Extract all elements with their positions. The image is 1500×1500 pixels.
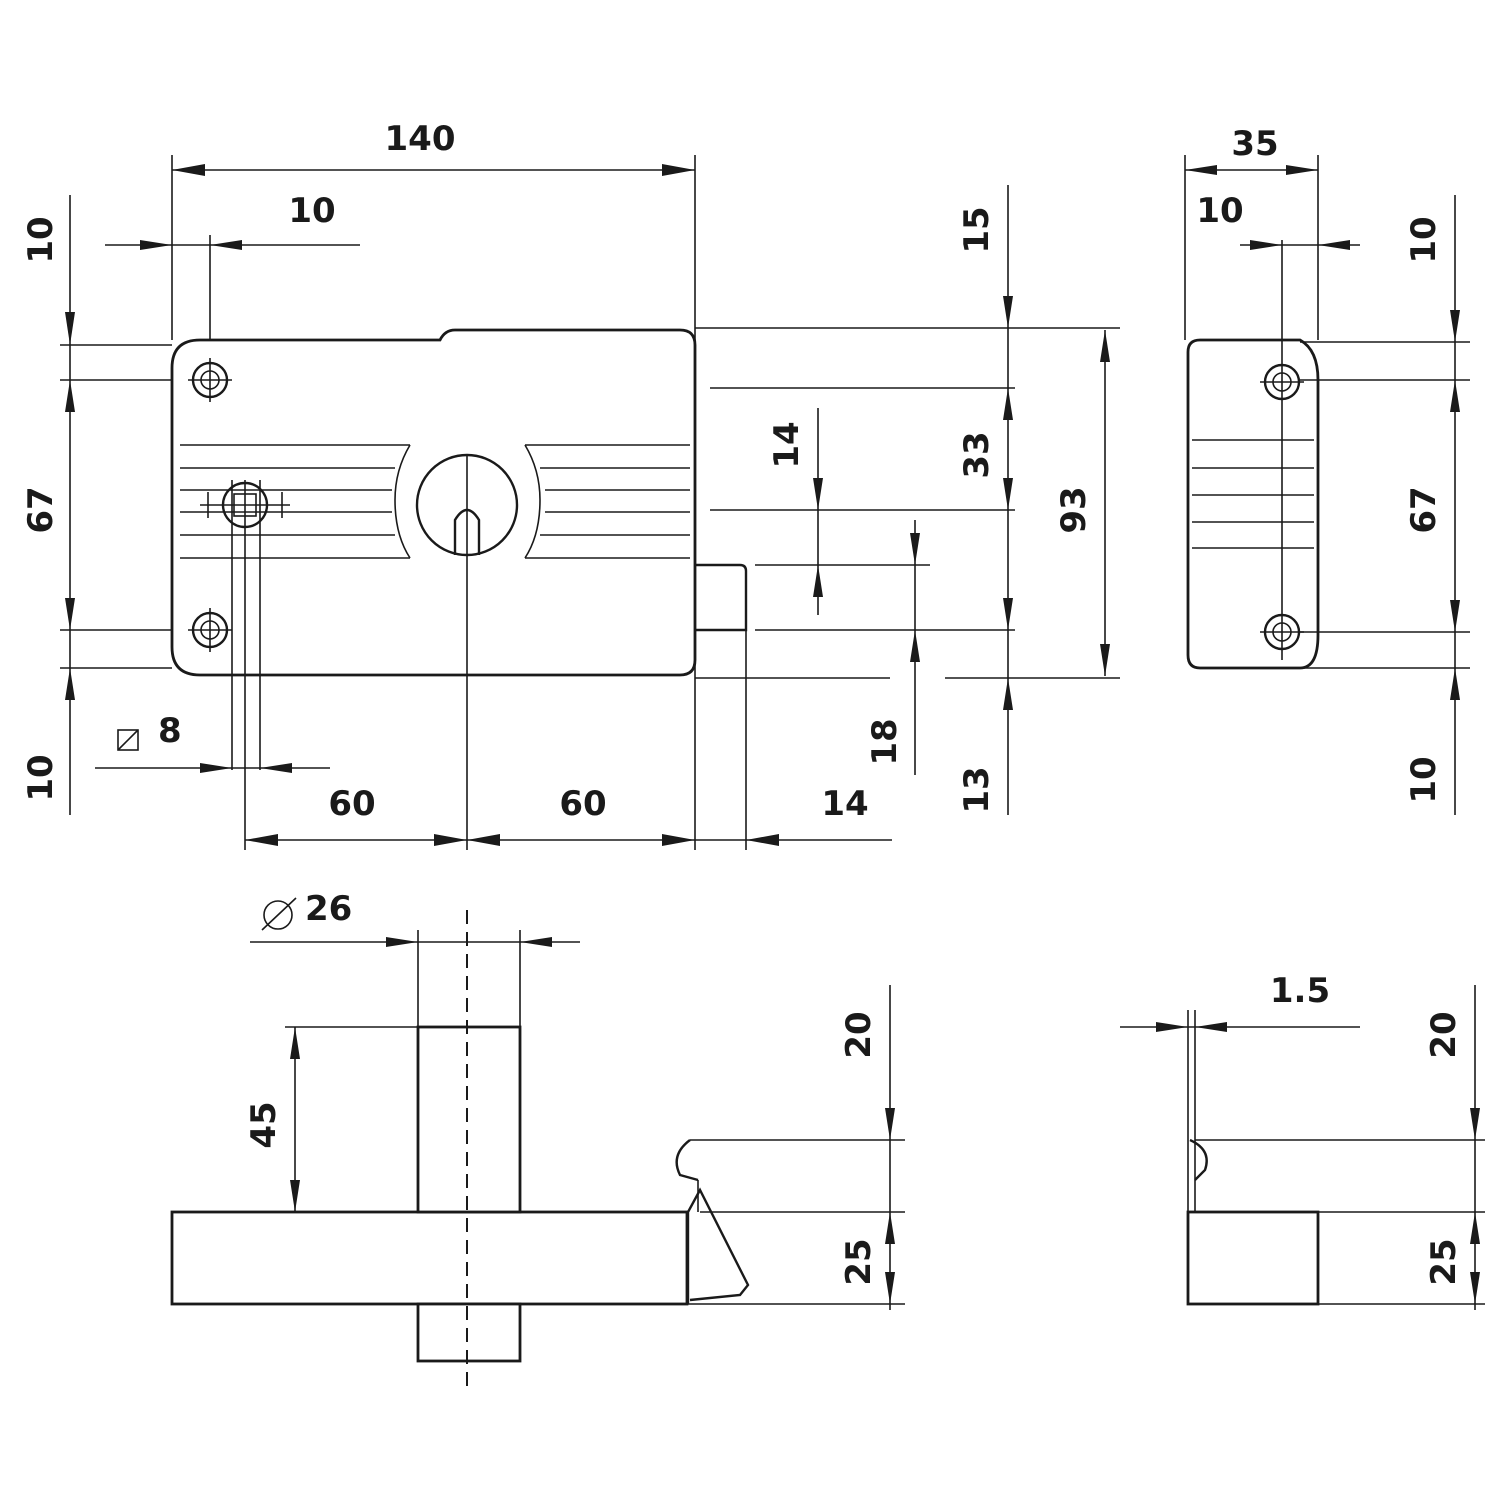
cylinder-tail bbox=[416, 1302, 522, 1363]
dim-45: 45 bbox=[244, 1101, 284, 1148]
dim-93: 93 bbox=[1054, 486, 1094, 533]
dim-15: 15 bbox=[957, 206, 997, 253]
dim-140: 140 bbox=[385, 119, 456, 159]
dim-67-left: 67 bbox=[21, 486, 61, 533]
dim-33: 33 bbox=[957, 431, 997, 478]
dim-35: 35 bbox=[1231, 124, 1278, 164]
dim-side-bottom-20: 20 bbox=[1424, 1011, 1464, 1058]
dim-side-bottom-25: 25 bbox=[1424, 1238, 1464, 1285]
dim-side-10-left: 10 bbox=[1196, 191, 1243, 231]
dim-bottom-20: 20 bbox=[839, 1011, 879, 1058]
side-bottom-body bbox=[1186, 1210, 1320, 1306]
dim-side-10-right: 10 bbox=[1404, 216, 1444, 263]
front-dimensions bbox=[60, 155, 1120, 850]
latch-bolt bbox=[695, 563, 748, 632]
side-bottom-dimensions bbox=[1120, 985, 1480, 1310]
latch-profile bbox=[686, 1187, 750, 1304]
dim-side-10-bottom: 10 bbox=[1404, 756, 1444, 803]
case-grooves bbox=[180, 444, 690, 559]
case-bottom-body bbox=[170, 1210, 689, 1306]
dim-dia-26: 26 bbox=[305, 889, 352, 929]
bottom-view bbox=[170, 910, 905, 1390]
dim-18: 18 bbox=[865, 718, 905, 765]
side-dimensions bbox=[1184, 155, 1470, 815]
side-bottom-view bbox=[1186, 1010, 1485, 1306]
dim-60-left: 60 bbox=[328, 784, 375, 824]
screw-bottom bbox=[188, 608, 232, 652]
dim-60-right: 60 bbox=[559, 784, 606, 824]
dim-14-right: 14 bbox=[767, 421, 807, 468]
dim-10-left-bottom: 10 bbox=[21, 754, 61, 801]
dim-14-bolt: 14 bbox=[821, 784, 868, 824]
side-view bbox=[1186, 240, 1320, 670]
dim-13: 13 bbox=[957, 766, 997, 813]
dim-1-5: 1.5 bbox=[1270, 971, 1330, 1011]
screw-top bbox=[188, 358, 232, 402]
cylinder-body bbox=[416, 1025, 522, 1214]
dim-10-left-top: 10 bbox=[21, 216, 61, 263]
dim-10-screw: 10 bbox=[288, 191, 335, 231]
dim-bottom-25: 25 bbox=[839, 1238, 879, 1285]
lock-case-front bbox=[170, 328, 697, 677]
bottom-dimensions bbox=[250, 897, 895, 1310]
dim-square-8: 8 bbox=[158, 711, 182, 751]
dim-side-67: 67 bbox=[1404, 486, 1444, 533]
front-view bbox=[170, 235, 748, 850]
